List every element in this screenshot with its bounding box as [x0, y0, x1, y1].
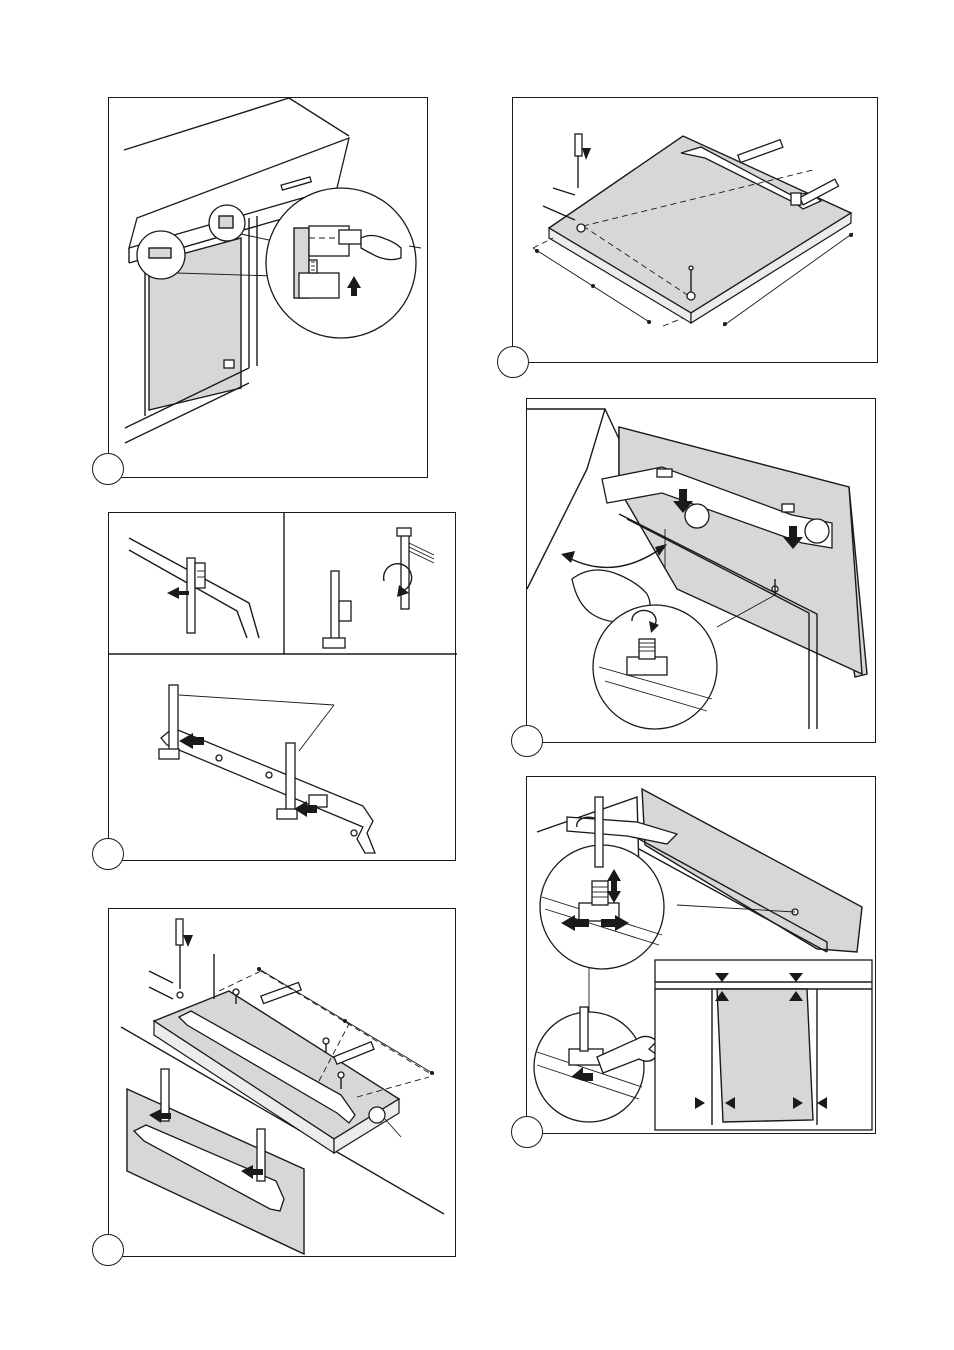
door-alignment-illustration	[527, 777, 877, 1135]
step-number-circle-6	[511, 1116, 543, 1148]
step-number-circle-4	[511, 725, 543, 757]
panel-hinge-screw-fixing	[108, 908, 456, 1257]
cabinet-door-illustration	[109, 98, 429, 479]
panel-door-screw-marking	[512, 97, 878, 363]
step-number-circle-1	[92, 453, 124, 485]
step-number-circle-5	[92, 1234, 124, 1266]
step-number-circle-2	[497, 346, 529, 378]
hinge-bracket-illustration	[109, 513, 457, 862]
panel-door-alignment-adjust	[526, 776, 876, 1134]
panel-hinge-bracket-assembly	[108, 512, 456, 861]
panel-cabinet-door-alignment	[108, 97, 428, 478]
step-number-circle-3	[92, 838, 124, 870]
door-hanging-illustration	[527, 399, 877, 744]
door-panel-illustration	[513, 98, 879, 364]
hinge-screw-illustration	[109, 909, 457, 1258]
panel-door-hanging-adjust	[526, 398, 876, 743]
